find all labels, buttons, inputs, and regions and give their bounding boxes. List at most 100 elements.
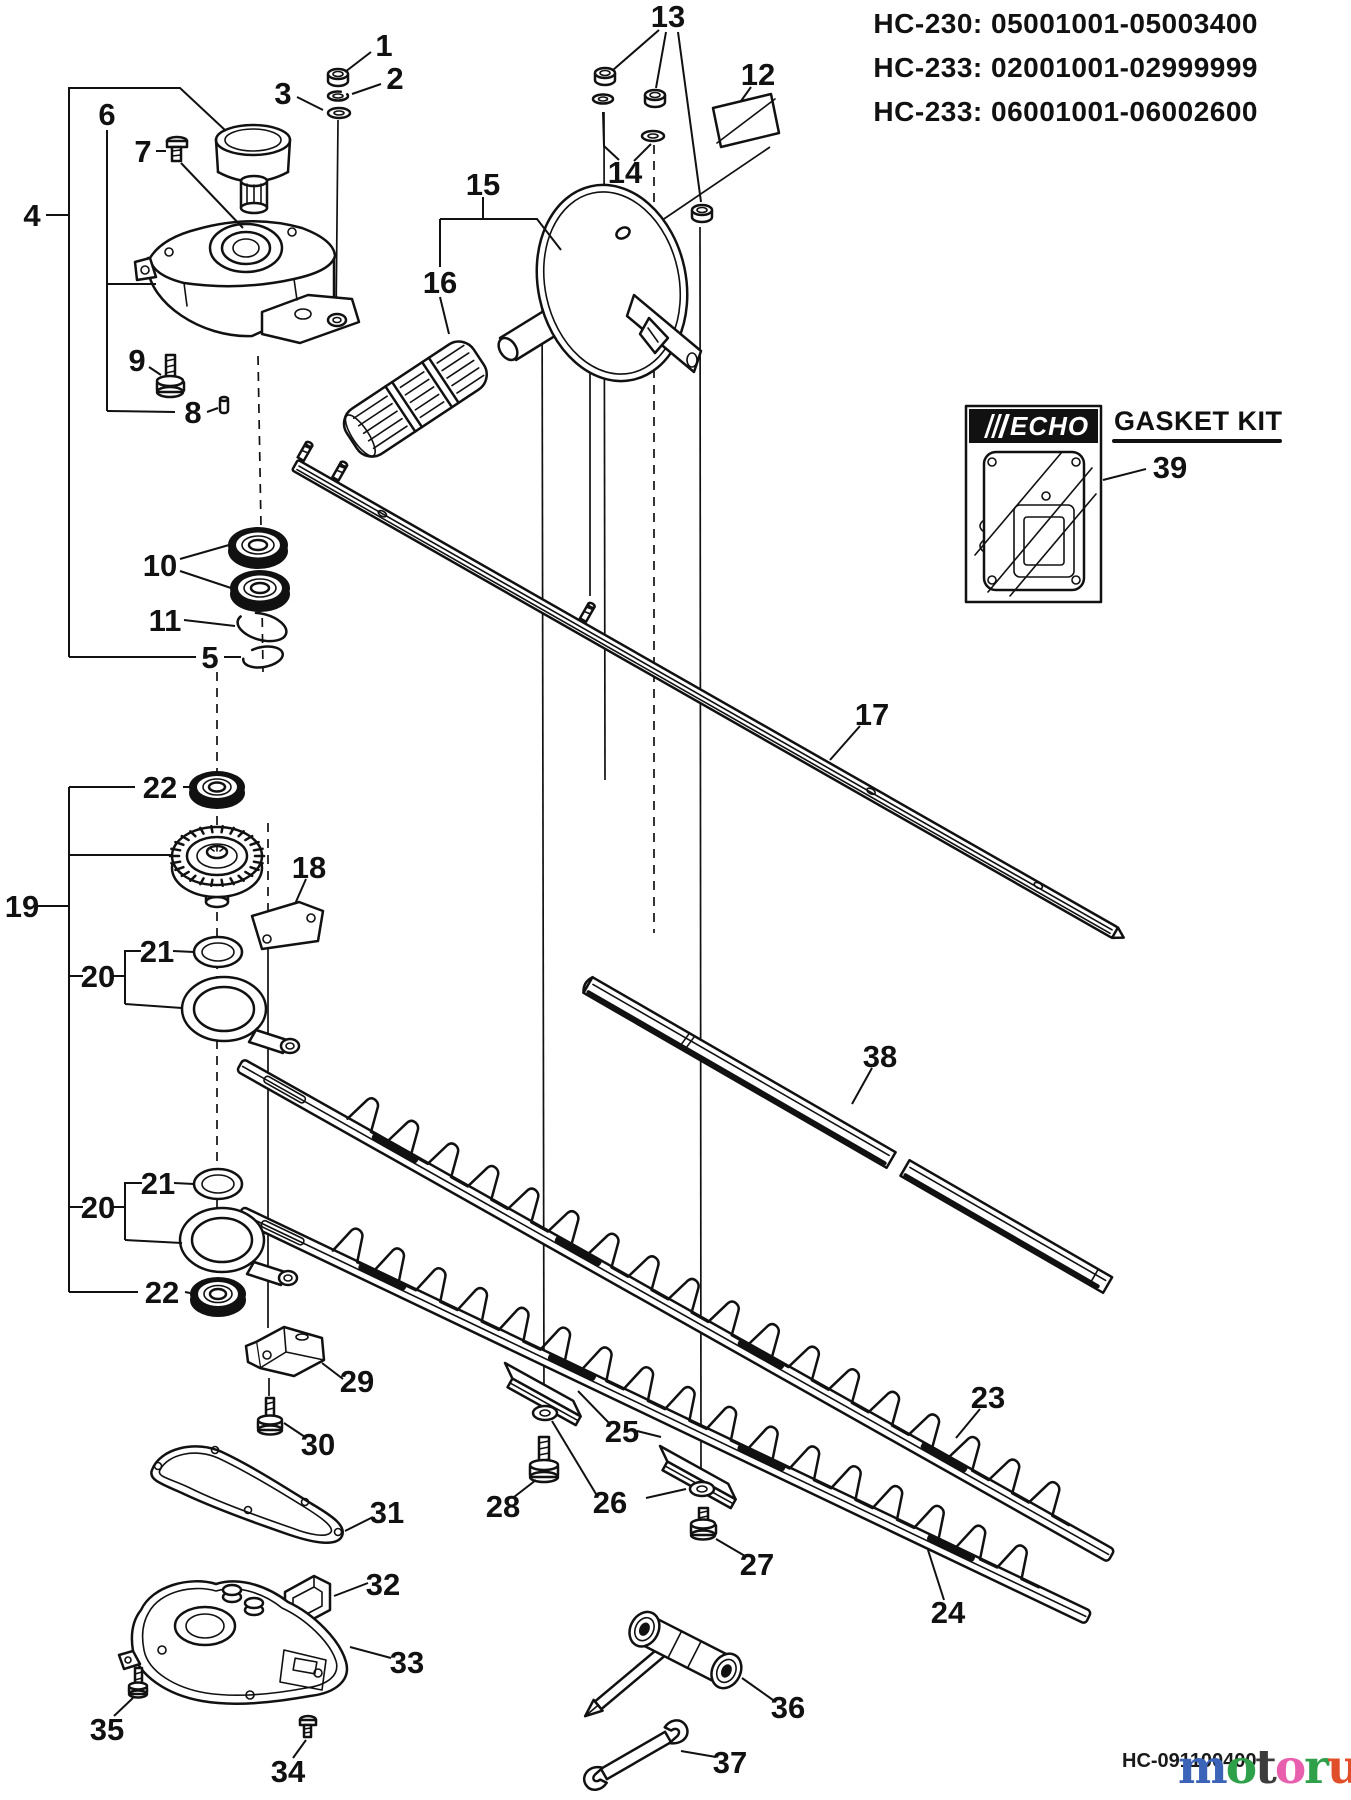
part-snap-ring-11 bbox=[236, 611, 288, 643]
part-pin-8 bbox=[218, 395, 230, 415]
part-callout-5: 5 bbox=[201, 640, 218, 675]
part-callout-21: 21 bbox=[141, 1166, 175, 1201]
part-callout-14: 14 bbox=[608, 155, 643, 190]
part-socket-wrench-36 bbox=[583, 1610, 743, 1718]
model-range-2: HC-233: 02001001-02999999 bbox=[873, 52, 1258, 83]
part-ring-5 bbox=[241, 645, 285, 669]
watermark-motoruf: motoruf.de bbox=[1178, 1740, 1351, 1795]
part-callout-36: 36 bbox=[771, 1690, 805, 1725]
model-range-3: HC-233: 06001001-06002600 bbox=[873, 96, 1258, 127]
part-gearcase bbox=[133, 220, 361, 345]
part-washer-3 bbox=[326, 106, 352, 120]
leader-lines bbox=[36, 29, 1147, 1759]
part-callout-9: 9 bbox=[128, 343, 145, 378]
part-handle-bracket bbox=[625, 293, 703, 374]
part-drive-rail-17 bbox=[291, 440, 1125, 940]
part-bearing-10a bbox=[228, 527, 288, 569]
part-screw-34 bbox=[298, 1714, 318, 1739]
part-open-wrench-37 bbox=[582, 1719, 689, 1791]
part-callout-37: 37 bbox=[713, 1745, 747, 1780]
part-callout-4: 4 bbox=[23, 198, 41, 233]
part-callout-2: 2 bbox=[386, 61, 403, 96]
part-callout-22: 22 bbox=[145, 1275, 179, 1310]
part-collar-cup bbox=[214, 123, 292, 215]
part-callout-24: 24 bbox=[931, 1595, 966, 1630]
part-nut-1 bbox=[326, 67, 350, 88]
part-bolt-9 bbox=[155, 353, 186, 399]
part-callout-30: 30 bbox=[301, 1427, 335, 1462]
part-callouts: 1236749810115131214151639172218192120212… bbox=[5, 0, 1187, 1789]
part-callout-15: 15 bbox=[466, 167, 500, 202]
part-callout-32: 32 bbox=[366, 1567, 400, 1602]
part-retainer-20b bbox=[178, 1206, 299, 1287]
echo-stripes-icon bbox=[984, 414, 1010, 438]
part-callout-3: 3 bbox=[274, 76, 291, 111]
echo-logo-text: ECHO bbox=[1010, 411, 1089, 441]
part-lock-washer-2 bbox=[326, 90, 350, 102]
part-callout-28: 28 bbox=[486, 1489, 520, 1524]
part-callout-22: 22 bbox=[143, 770, 177, 805]
part-nut-13c bbox=[690, 203, 714, 224]
part-bearing-10b bbox=[230, 570, 290, 612]
part-oring-21b bbox=[192, 1167, 244, 1201]
part-callout-6: 6 bbox=[98, 97, 115, 132]
doc-code: HC-091100400 bbox=[1122, 1750, 1257, 1772]
part-callout-25: 25 bbox=[605, 1414, 639, 1449]
part-callout-34: 34 bbox=[271, 1754, 306, 1789]
part-cutter-blade-23 bbox=[236, 1059, 1115, 1562]
part-bolt-7 bbox=[165, 135, 189, 163]
part-callout-27: 27 bbox=[740, 1547, 774, 1582]
part-label-plate-12 bbox=[711, 92, 781, 149]
part-gasket-31 bbox=[150, 1445, 344, 1544]
part-washer-26a bbox=[531, 1404, 559, 1422]
part-callout-7: 7 bbox=[134, 134, 151, 169]
part-callout-8: 8 bbox=[184, 395, 201, 430]
part-callout-29: 29 bbox=[340, 1364, 374, 1399]
part-callout-31: 31 bbox=[370, 1495, 404, 1530]
part-callout-13: 13 bbox=[651, 0, 685, 34]
part-callout-10: 10 bbox=[143, 548, 177, 583]
part-callout-26: 26 bbox=[593, 1485, 627, 1520]
part-retainer-20a bbox=[180, 975, 301, 1055]
part-callout-11: 11 bbox=[149, 603, 182, 638]
part-hand-guard-15 bbox=[535, 183, 689, 383]
part-handle-grip-16 bbox=[342, 340, 488, 458]
part-callout-33: 33 bbox=[390, 1645, 424, 1680]
part-washer-14a bbox=[591, 93, 615, 105]
part-blade-guide-25a bbox=[503, 1361, 582, 1427]
part-callout-38: 38 bbox=[863, 1039, 897, 1074]
part-screw-35 bbox=[127, 1666, 149, 1699]
gasket-art bbox=[974, 450, 1097, 597]
part-callout-12: 12 bbox=[741, 57, 775, 92]
part-callout-20: 20 bbox=[81, 959, 115, 994]
part-callout-16: 16 bbox=[423, 265, 457, 300]
part-bolt-30 bbox=[256, 1396, 284, 1436]
part-bolt-28 bbox=[528, 1435, 560, 1484]
part-callout-39: 39 bbox=[1153, 450, 1187, 485]
part-blade-cover-38 bbox=[582, 975, 1114, 1295]
part-bottom-plate-33 bbox=[117, 1580, 349, 1705]
part-callout-18: 18 bbox=[292, 850, 326, 885]
model-ranges: HC-230: 05001001-05003400 HC-233: 020010… bbox=[873, 8, 1258, 127]
part-callout-19: 19 bbox=[5, 889, 39, 924]
part-nut-13a bbox=[593, 66, 617, 87]
part-callout-21: 21 bbox=[140, 934, 174, 969]
part-oring-21a bbox=[192, 935, 244, 969]
part-washer-14b bbox=[640, 129, 666, 143]
part-callout-35: 35 bbox=[90, 1712, 124, 1747]
part-bevel-gear bbox=[168, 824, 266, 909]
part-plate-18 bbox=[250, 900, 325, 951]
part-blade-guide-25b bbox=[658, 1444, 737, 1510]
part-callout-17: 17 bbox=[855, 697, 889, 732]
part-bolt-27 bbox=[689, 1506, 718, 1541]
part-nut-13b bbox=[643, 88, 667, 109]
part-washer-26b bbox=[688, 1480, 716, 1498]
part-callout-23: 23 bbox=[971, 1380, 1005, 1415]
part-bearing-22a bbox=[189, 771, 245, 809]
part-callout-1: 1 bbox=[375, 28, 392, 63]
part-blade-holder-29 bbox=[244, 1325, 326, 1378]
part-bearing-22b bbox=[190, 1277, 246, 1317]
gasket-kit-title: GASKET KIT bbox=[1114, 406, 1283, 436]
